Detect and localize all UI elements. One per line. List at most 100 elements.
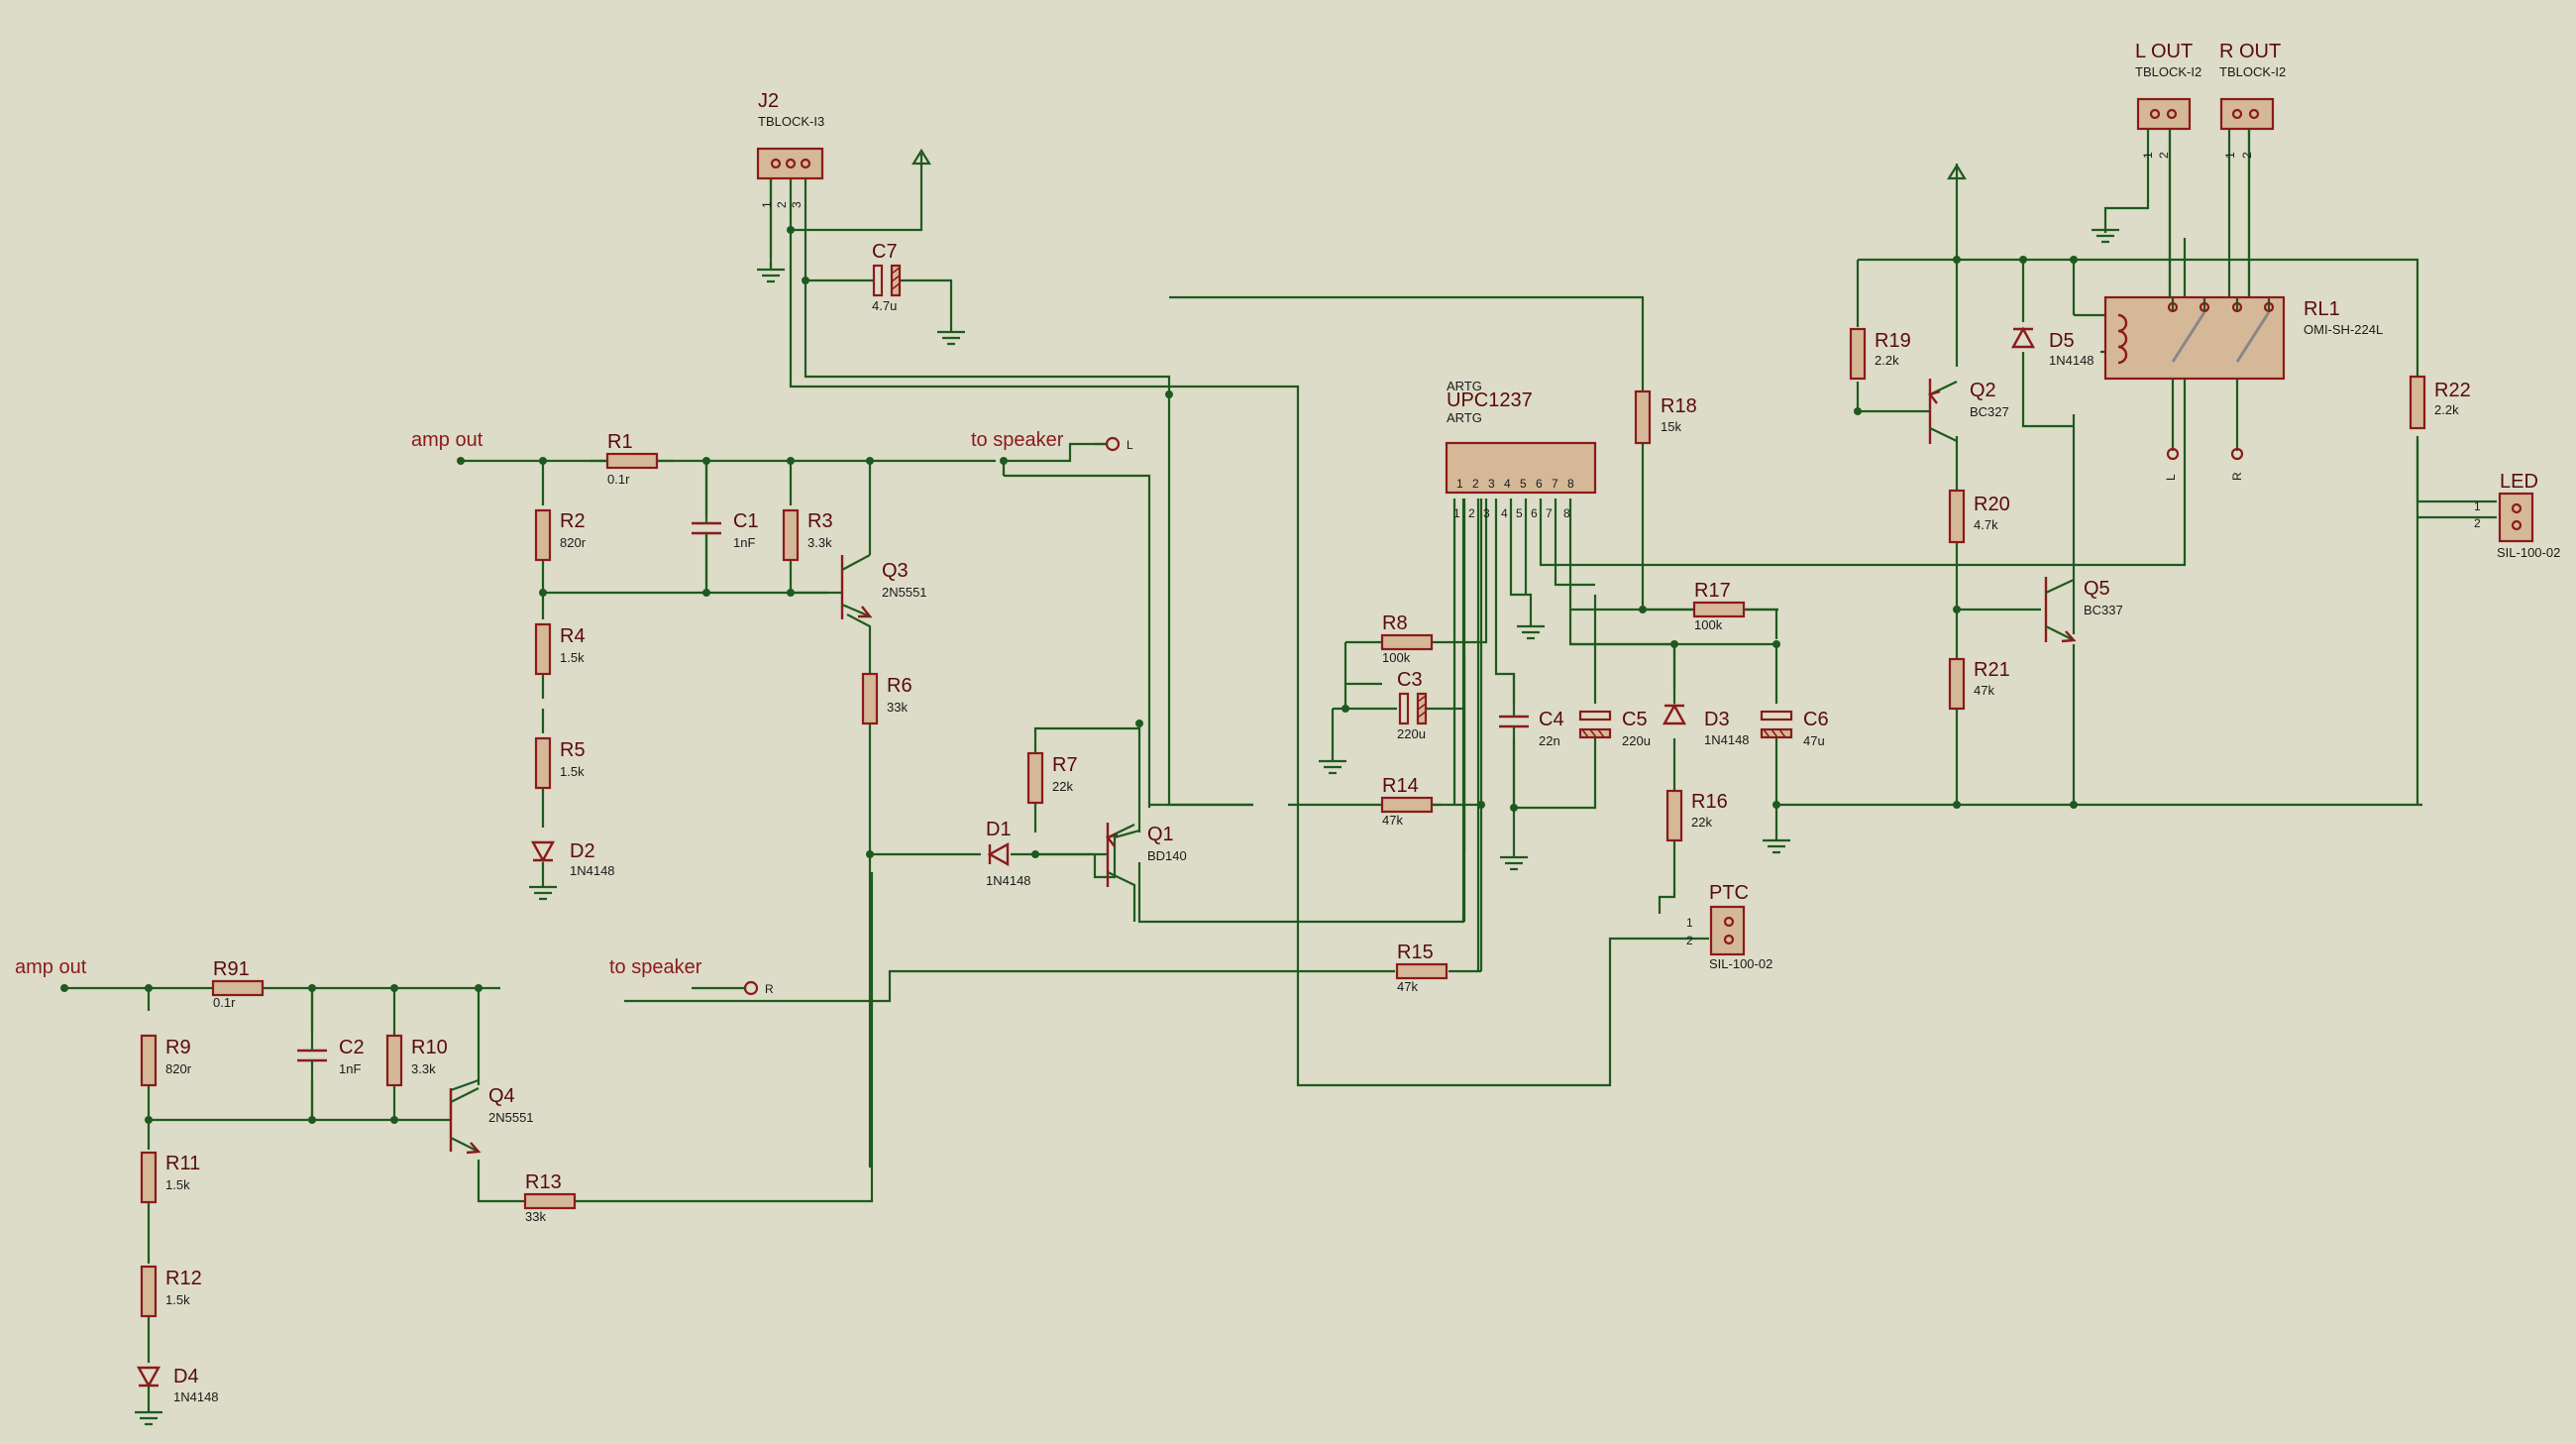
svg-text:1: 1 — [2474, 500, 2481, 513]
svg-text:1.5k: 1.5k — [560, 650, 585, 665]
relay-RL1[interactable]: RL1 OMI-SH-224L L R — [2103, 295, 2383, 481]
svg-text:3.3k: 3.3k — [807, 535, 832, 550]
svg-text:LED: LED — [2500, 471, 2538, 493]
svg-text:2: 2 — [2240, 152, 2254, 159]
resistor-R17[interactable]: R17 100k — [1692, 580, 1746, 632]
svg-text:7: 7 — [1546, 506, 1553, 520]
svg-text:2N5551: 2N5551 — [882, 585, 927, 600]
svg-text:2: 2 — [1686, 934, 1693, 947]
svg-text:Q3: Q3 — [882, 560, 909, 582]
svg-text:C6: C6 — [1803, 709, 1829, 730]
svg-text:R91: R91 — [213, 958, 250, 980]
svg-text:L: L — [2164, 474, 2178, 481]
svg-text:UPC1237: UPC1237 — [1447, 389, 1533, 411]
ground-icon — [2092, 228, 2119, 244]
ground-icon — [135, 1397, 162, 1426]
svg-text:D3: D3 — [1704, 709, 1730, 730]
svg-text:R17: R17 — [1694, 580, 1731, 602]
svg-text:1: 1 — [2223, 152, 2237, 159]
svg-text:TBLOCK-I2: TBLOCK-I2 — [2135, 64, 2201, 79]
svg-text:220u: 220u — [1622, 733, 1651, 748]
svg-text:D4: D4 — [173, 1366, 199, 1388]
svg-text:1N4148: 1N4148 — [570, 863, 615, 878]
svg-text:100k: 100k — [1382, 650, 1411, 665]
power-arrow-icon — [1947, 163, 1967, 180]
connector-LED[interactable]: LED 1 2 SIL-100-02 — [2474, 471, 2560, 560]
net-label-amp-out: amp out — [411, 429, 483, 451]
net-labels: amp out amp out to speaker to speaker L … — [15, 429, 1133, 996]
svg-text:15k: 15k — [1661, 419, 1681, 434]
resistor-R3[interactable]: R33.3k — [782, 508, 833, 562]
svg-text:47k: 47k — [1382, 813, 1403, 828]
terminal-block-ROUT[interactable]: R OUT TBLOCK-I2 1 2 — [2219, 41, 2286, 159]
svg-text:D2: D2 — [570, 840, 595, 862]
svg-text:1N4148: 1N4148 — [173, 1389, 219, 1404]
terminal-block-J2[interactable]: J2 TBLOCK-I3 1 2 3 — [756, 90, 824, 208]
resistor-R4[interactable]: R4 1.5k — [534, 622, 586, 676]
terminal-block-LOUT[interactable]: L OUT TBLOCK-I2 1 2 — [2135, 41, 2201, 159]
svg-text:R: R — [2230, 472, 2244, 481]
resistor-R5[interactable]: R51.5k — [534, 736, 586, 790]
svg-text:R OUT: R OUT — [2219, 41, 2281, 62]
connector-PTC[interactable]: PTC 1 2 SIL-100-02 — [1686, 882, 1772, 971]
svg-text:OMI-SH-224L: OMI-SH-224L — [2304, 322, 2383, 337]
svg-text:4: 4 — [1501, 506, 1508, 520]
electrolytic-capacitor-C7[interactable]: C74.7u — [872, 241, 902, 313]
svg-text:Q5: Q5 — [2084, 578, 2110, 600]
resistor-R1[interactable]: R10.1r — [590, 431, 674, 487]
ground-icon — [1319, 753, 1346, 775]
svg-text:R4: R4 — [560, 625, 586, 647]
ground-icon — [1763, 828, 1790, 854]
svg-text:TBLOCK-I3: TBLOCK-I3 — [758, 114, 824, 129]
svg-text:L OUT: L OUT — [2135, 41, 2193, 62]
svg-text:RL1: RL1 — [2304, 298, 2340, 320]
svg-text:SIL-100-02: SIL-100-02 — [2497, 545, 2560, 560]
svg-text:100k: 100k — [1694, 617, 1723, 632]
svg-text:2N5551: 2N5551 — [488, 1110, 534, 1125]
svg-text:R9: R9 — [165, 1037, 191, 1058]
svg-text:2: 2 — [775, 201, 789, 208]
svg-text:5: 5 — [1516, 506, 1523, 520]
svg-text:L: L — [1127, 438, 1133, 452]
svg-text:4.7k: 4.7k — [1974, 517, 1998, 532]
svg-text:0.1r: 0.1r — [607, 472, 630, 487]
svg-text:BC327: BC327 — [1970, 404, 2009, 419]
transistor-Q3[interactable]: Q3 2N5551 — [791, 554, 927, 619]
